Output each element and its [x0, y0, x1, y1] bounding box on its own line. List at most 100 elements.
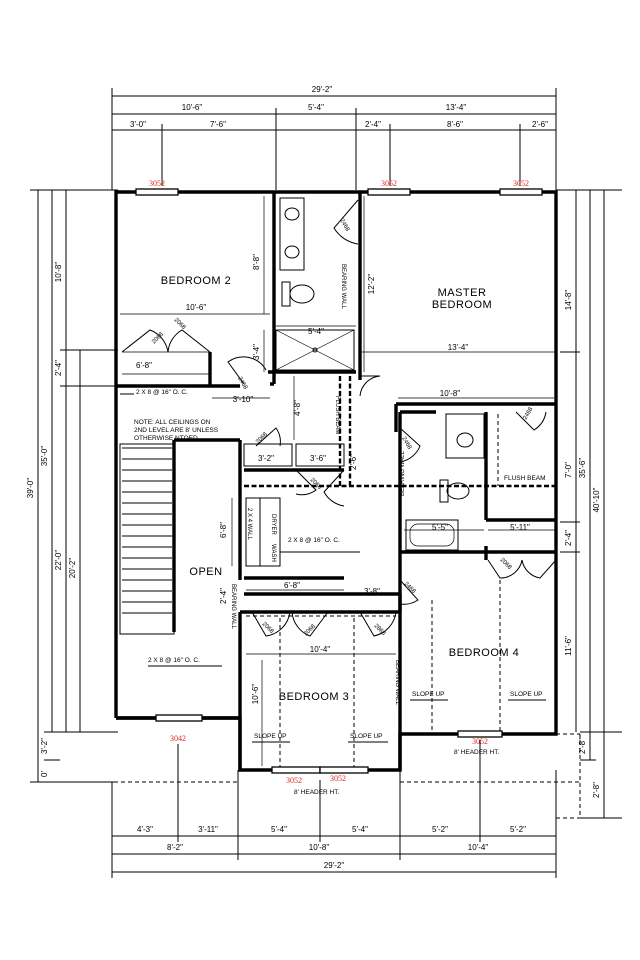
- dim-bottom-row2-1: 8'-2": [167, 843, 183, 852]
- dim-top-row2-3: 2'-4": [365, 120, 381, 129]
- note-joist-mid: 2 X 8 @ 16" O. C.: [288, 537, 340, 544]
- toilet-icon: [281, 281, 291, 307]
- door-swing: [323, 469, 345, 507]
- dim-closet-b4: 5'-11": [510, 523, 530, 532]
- dim-master-closet: 10'-8": [440, 389, 461, 398]
- door-label: 2468: [236, 376, 248, 391]
- dim-right-ext1: 2'-8": [578, 738, 587, 754]
- window-label: 3052: [472, 737, 488, 746]
- note-slope-up-3: SLOPE UP: [412, 691, 445, 698]
- right-dimensions: 14'-8" 7'-0" 35'-6" 40'-10" 2'-4" 11'-6"…: [556, 189, 622, 819]
- sink-icon: [284, 245, 300, 259]
- room-master-line2: BEDROOM: [432, 299, 492, 311]
- dim-left-bed2: 10'-8": [54, 262, 63, 283]
- door-label: 2468: [400, 436, 412, 451]
- note-header-2: 8' HEADER HT.: [294, 789, 340, 796]
- dim-linen-a: 3'-2": [258, 454, 274, 463]
- window: [499, 188, 543, 196]
- dim-bottom-4: 5'-4": [352, 825, 368, 834]
- sink-icon: [456, 432, 474, 448]
- windows: 3052 3052 3052 3042 3052 3052 3052: [135, 179, 543, 785]
- dim-overall-bottom: 29'-2": [324, 861, 345, 870]
- door-swing: [291, 611, 329, 637]
- door-swing: [359, 611, 397, 637]
- dim-right-bed4: 11'-6": [564, 636, 573, 656]
- dim-left-overall: 39'-0": [26, 478, 35, 499]
- door-swing: [399, 427, 421, 463]
- note-bearing-wall-2: BEARING WALL: [400, 451, 406, 496]
- dim-bed3-depth: 10'-6": [251, 684, 260, 705]
- dim-master-width: 13'-4": [448, 343, 469, 352]
- door-swing: [521, 559, 557, 579]
- dim-hall-width: 3'-10": [233, 395, 254, 404]
- door-label: 2068: [499, 557, 513, 571]
- note-bearing-wall-3: BEARING WALL: [230, 584, 236, 629]
- door-swing: [359, 375, 381, 397]
- door-swing: [227, 356, 267, 385]
- note-bearing-wall-4: BEARING WALL: [394, 660, 400, 705]
- door-label: 2068: [151, 331, 165, 345]
- dim-top-row2-2: 7'-6": [210, 120, 226, 129]
- dim-bed2-width: 10'-6": [186, 303, 207, 312]
- dim-left-0: 0': [40, 771, 49, 777]
- window-label: 3052: [149, 179, 165, 188]
- dim-left-20: 20'-2": [68, 558, 77, 579]
- window: [367, 188, 411, 196]
- dim-top-3: 13'-4": [446, 103, 467, 112]
- sink-icon: [284, 207, 300, 221]
- dim-bottom-row2-2: 10'-8": [309, 843, 330, 852]
- dim-left-22: 22'-0": [54, 550, 63, 571]
- door-swing: [121, 329, 169, 353]
- note-ceiling-line2: 2ND LEVEL ARE 8' UNLESS: [134, 427, 219, 434]
- note-slope-up-1: SLOPE UP: [254, 733, 287, 740]
- door-label: 2068: [255, 431, 269, 445]
- dim-left-3: 3'-2": [40, 738, 49, 754]
- door-label: 2068: [173, 317, 187, 331]
- door-swing: [255, 427, 281, 447]
- door-swing: [333, 199, 359, 245]
- note-joist-bottom: 2 X 8 @ 16" O. C.: [148, 657, 200, 664]
- exterior-walls: [44, 190, 581, 819]
- room-bedroom-2: BEDROOM 2: [161, 275, 232, 287]
- window: [135, 188, 179, 196]
- left-dimensions: 39'-0" 35'-0" 10'-8" 2'-4" 22'-0" 20'-2"…: [26, 189, 118, 783]
- bathtub-icon: [405, 519, 459, 551]
- dim-right-bath: 7'-0": [564, 462, 573, 478]
- note-stud-wall: 2 X 4 WALL: [246, 508, 252, 540]
- door-swing: [487, 559, 523, 579]
- room-bedroom-4: BEDROOM 4: [449, 647, 520, 659]
- dim-top-2: 5'-4": [308, 103, 324, 112]
- dim-bottom-2: 3'-11": [198, 825, 218, 834]
- toilet-icon: [439, 479, 449, 503]
- window: [319, 766, 369, 774]
- wash-label: WASH: [270, 544, 276, 562]
- dim-bath2-width: 5'-5": [432, 523, 448, 532]
- dim-right-overall: 40'-10": [592, 487, 601, 512]
- door-swing: [251, 611, 291, 637]
- dim-top-row2-4: 8'-6": [447, 120, 463, 129]
- dim-bottom-3: 5'-4": [271, 825, 287, 834]
- stairs: [119, 443, 175, 635]
- dim-laundry-depth: 6'-8": [219, 522, 228, 538]
- window: [271, 766, 321, 774]
- dim-hall-depth: 4'-8": [293, 400, 302, 416]
- dim-left-closet: 2'-4": [54, 360, 63, 376]
- door-swing: [399, 579, 419, 605]
- shower-icon: [275, 329, 355, 371]
- door-swing: [167, 329, 211, 353]
- dim-bed3-width: 10'-4": [310, 645, 331, 654]
- dim-top-row2-1: 3'-0": [130, 120, 146, 129]
- door-label: 2868: [373, 623, 387, 637]
- window-label: 3052: [286, 776, 302, 785]
- dim-bed2-depth: 8'-8": [252, 254, 261, 270]
- note-ceiling-line1: NOTE: ALL CEILINGS ON: [134, 419, 211, 426]
- room-open: OPEN: [189, 566, 222, 578]
- note-flush-beam-2: FLUSH BEAM: [334, 396, 340, 434]
- note-header-1: 8' HEADER HT.: [454, 749, 500, 756]
- dim-door-hall: 3'-8": [364, 587, 380, 596]
- room-master-line1: MASTER: [438, 287, 487, 299]
- door-swing: [515, 411, 547, 431]
- dim-bottom-row2-3: 10'-4": [468, 843, 489, 852]
- dim-laundry-width: 6'-8": [284, 581, 300, 590]
